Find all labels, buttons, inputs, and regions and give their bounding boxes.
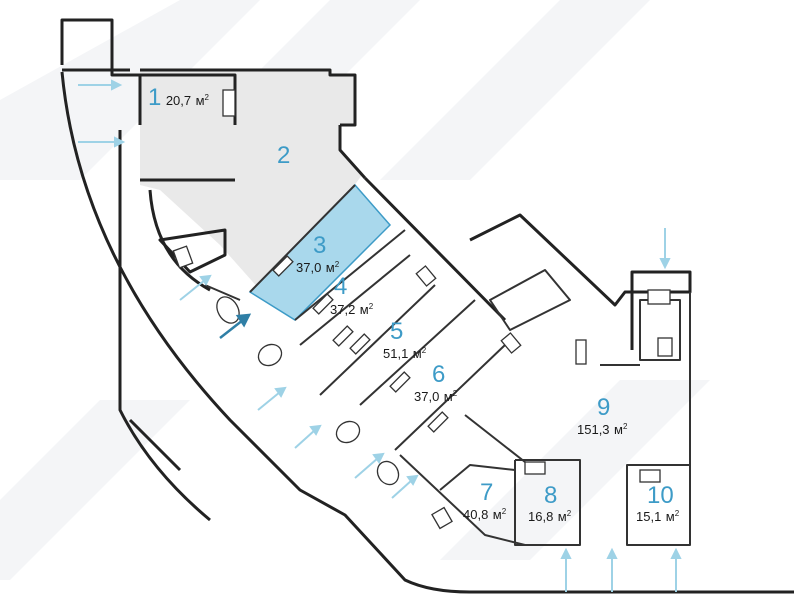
room-7-unit: м2 [492, 507, 507, 522]
room-10-area-label: 15,1 м2 [636, 508, 679, 526]
room-5-unit: м2 [412, 346, 427, 361]
room-5-number: 5 [390, 318, 404, 345]
room-9-unit: м2 [614, 422, 628, 437]
room-7-area: 40,8 [463, 507, 489, 522]
room-6-area-label: 37,0 м2 [414, 388, 457, 406]
fixtures [172, 89, 673, 530]
room-10-unit: м2 [665, 509, 680, 524]
room-8-area-label: 16,8 м2 [528, 508, 571, 526]
room-1-area: 20,7 [165, 93, 192, 108]
room-2-label[interactable]: 2 [277, 144, 290, 168]
room-1-number: 1 [148, 84, 162, 111]
room-3-area: 37,0 [296, 260, 322, 275]
room-2-number: 2 [277, 142, 291, 169]
room-9-area: 151,3 [577, 422, 610, 437]
room-8-area: 16,8 [528, 509, 554, 524]
room-9-label[interactable]: 9 [597, 396, 610, 420]
room-10-label[interactable]: 10 [647, 484, 674, 508]
room-4-number: 4 [334, 273, 348, 300]
room-6-unit: м2 [443, 389, 458, 404]
room-10-area: 15,1 [636, 509, 662, 524]
room-5-label[interactable]: 5 [390, 320, 403, 344]
partitions [204, 184, 691, 546]
room-1-label[interactable]: 1 20,7 м2 [148, 86, 209, 110]
room-3-area-label: 37,0 м2 [296, 259, 339, 277]
room-8-label[interactable]: 8 [544, 484, 557, 508]
room-7-area-label: 40,8 м2 [463, 506, 506, 524]
room-9-area-label: 151,3 м2 [577, 421, 627, 439]
room-6-label[interactable]: 6 [432, 363, 445, 387]
room-9-number: 9 [597, 394, 611, 421]
room-8-unit: м2 [557, 509, 572, 524]
inner-arrow [219, 313, 252, 339]
room-1-unit: м2 [195, 93, 209, 108]
walls [60, 18, 794, 594]
room-8-number: 8 [544, 482, 558, 509]
room-3-label[interactable]: 3 [313, 234, 326, 258]
room-5-area-label: 51,1 м2 [383, 345, 426, 363]
room-3-unit: м2 [325, 260, 340, 275]
room-6-area: 37,0 [414, 389, 440, 404]
room-4-area: 37,2 [330, 302, 356, 317]
room-4-unit: м2 [359, 302, 374, 317]
room-7-number: 7 [480, 479, 494, 506]
room-10-number: 10 [647, 482, 674, 509]
room-5-area: 51,1 [383, 346, 409, 361]
room-6-number: 6 [432, 361, 446, 388]
entry-arrows [78, 79, 682, 592]
room-7-label[interactable]: 7 [480, 481, 493, 505]
room-3-number: 3 [313, 232, 327, 259]
room-4-area-label: 37,2 м2 [330, 301, 373, 319]
room-4-label[interactable]: 4 [334, 275, 347, 299]
